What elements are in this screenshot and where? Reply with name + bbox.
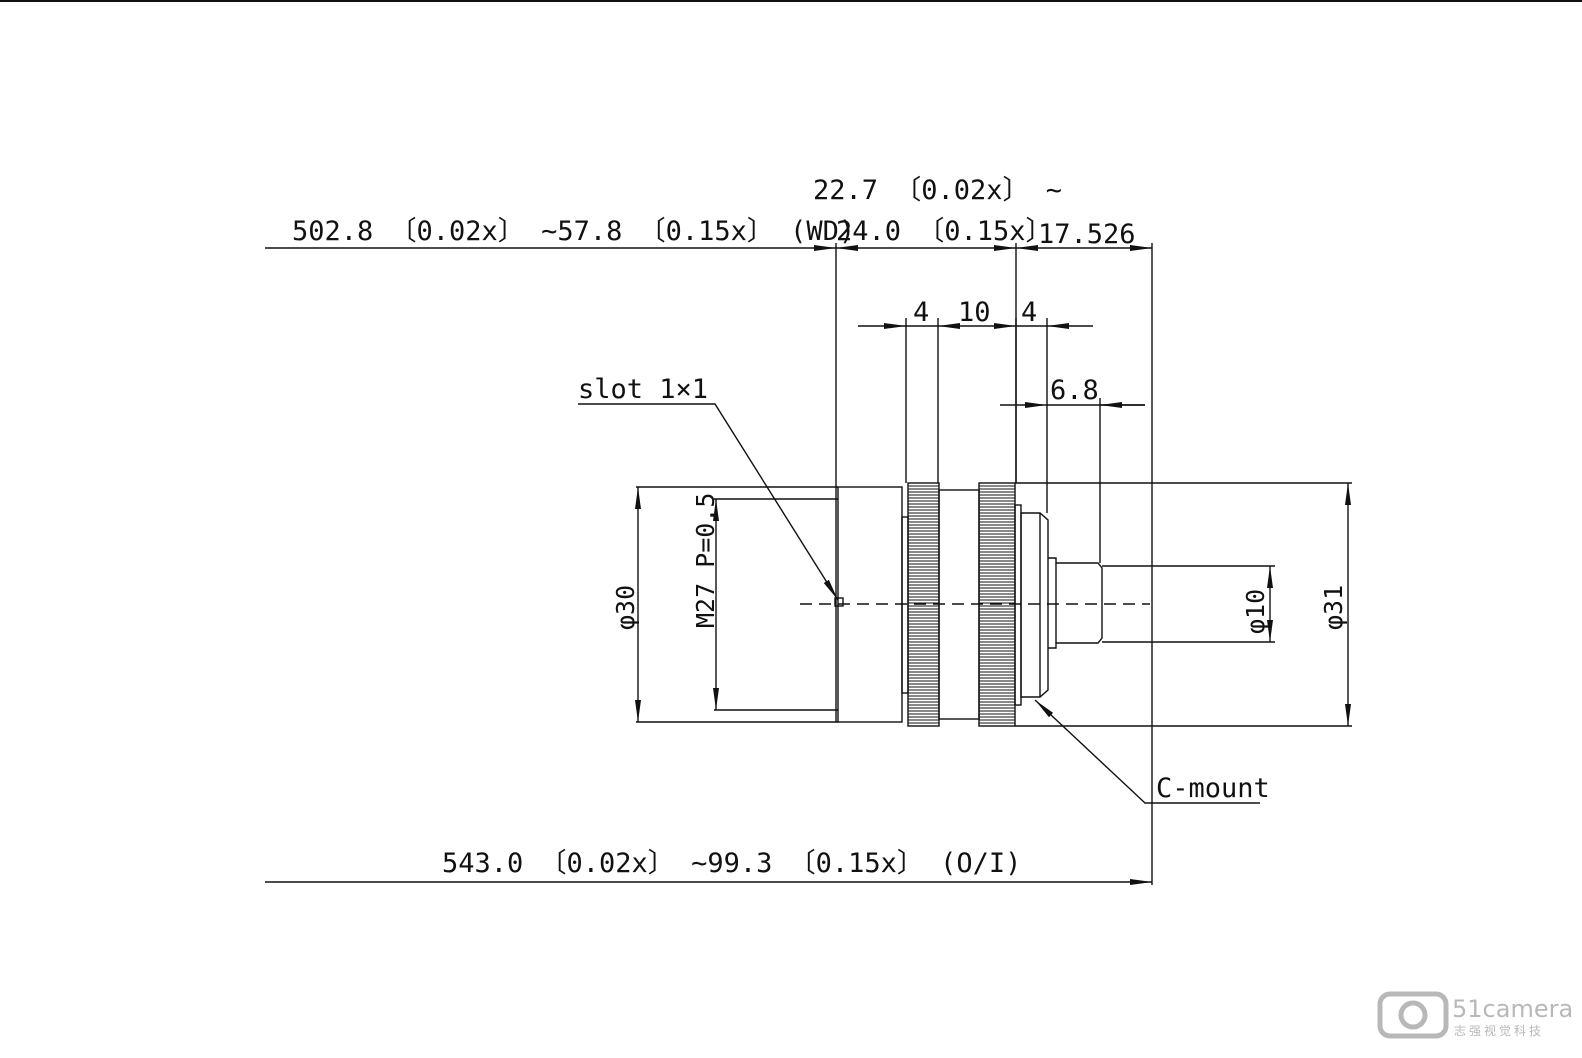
watermark-logo: 51camera 志强视觉科技 xyxy=(1377,991,1573,1039)
rear-step xyxy=(1014,504,1022,706)
slot-leader xyxy=(578,403,839,601)
dia-mount-label: φ10 xyxy=(1241,589,1270,634)
extension-lines xyxy=(636,243,1352,885)
ring-width-b-label: 4 xyxy=(1021,297,1037,328)
oi-range-label: 543.0 〔0.02x〕 ~99.3 〔0.15x〕 (O/I) xyxy=(442,848,1021,879)
c-mount-leader xyxy=(1034,699,1260,804)
neck-1 xyxy=(901,516,909,694)
dia-body-label: φ31 xyxy=(1319,585,1348,630)
watermark-brand: 51camera xyxy=(1452,995,1573,1023)
ring-width-a-label: 4 xyxy=(913,297,929,328)
dia-front-label: φ30 xyxy=(611,585,640,630)
length-label-line1: 22.7 〔0.02x〕 ~ xyxy=(813,175,1062,206)
c-mount-collar xyxy=(1020,512,1049,698)
flange-distance-label: 17.526 xyxy=(1038,219,1136,250)
camera-logo-icon xyxy=(1377,991,1449,1039)
slot-label: slot 1×1 xyxy=(578,374,708,405)
iris-ring-knurl xyxy=(979,485,1015,724)
watermark-subtitle: 志强视觉科技 xyxy=(1454,1023,1544,1038)
thread-label: M27 P=0.5 xyxy=(691,493,720,628)
length-label-line2: 24.0 〔0.15x〕 xyxy=(836,216,1053,247)
lens-body xyxy=(837,482,1103,727)
dimension-lines xyxy=(265,245,1351,885)
wd-range-label: 502.8 〔0.02x〕 ~57.8 〔0.15x〕 (WD) xyxy=(292,216,855,247)
slot-marker xyxy=(834,597,844,607)
rear-element xyxy=(1048,557,1103,649)
c-mount-label: C-mount xyxy=(1156,773,1270,804)
focus-ring-knurl xyxy=(908,485,939,724)
mount-length-label: 6.8 xyxy=(1050,375,1099,406)
ring-gap-label: 10 xyxy=(958,297,991,328)
